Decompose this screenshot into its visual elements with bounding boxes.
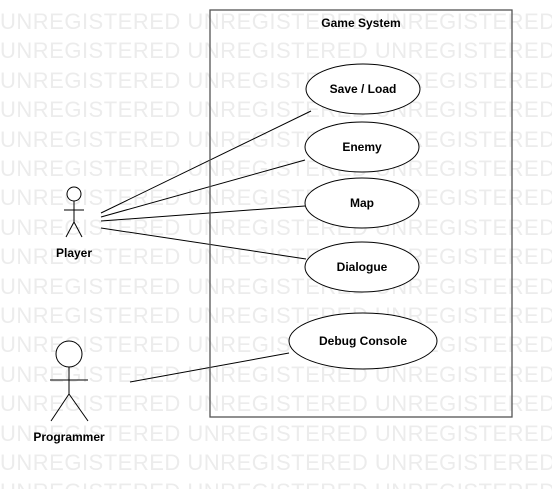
use-case-label: Map [350, 196, 374, 210]
association-player-map [100, 205, 306, 222]
actor-label: Programmer [33, 430, 105, 444]
system-boundary-rect [209, 9, 513, 418]
use-case-save-load[interactable]: Save / Load [305, 63, 421, 115]
use-case-enemy[interactable]: Enemy [304, 121, 420, 173]
actor-programmer[interactable]: Programmer [33, 340, 105, 444]
system-boundary[interactable]: Game System [209, 9, 513, 418]
association-player-save [100, 110, 312, 214]
use-case-label: Save / Load [330, 82, 397, 96]
stick-figure-icon [50, 340, 89, 422]
actor-label: Player [56, 246, 92, 260]
association-player-dialogue [100, 227, 307, 260]
association-player-enemy [100, 159, 306, 218]
use-case-label: Enemy [342, 140, 382, 154]
use-case-dialogue[interactable]: Dialogue [304, 241, 420, 293]
actor-player[interactable]: Player [56, 186, 92, 260]
stick-figure-icon [64, 186, 84, 238]
use-case-debug-console[interactable]: Debug Console [288, 312, 438, 370]
system-title: Game System [321, 16, 400, 30]
use-case-map[interactable]: Map [304, 177, 420, 229]
use-case-label: Dialogue [337, 260, 388, 274]
use-case-label: Debug Console [319, 334, 407, 348]
